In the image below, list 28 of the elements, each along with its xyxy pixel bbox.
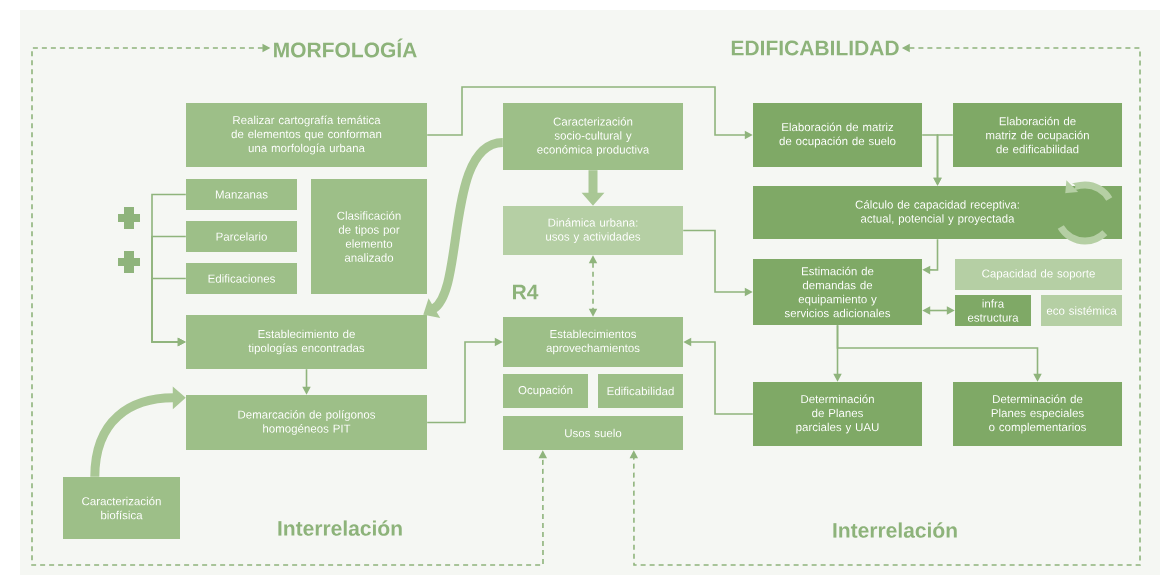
- process-box: Caracterización biofísica: [63, 477, 180, 539]
- heading-text: EDIFICABILIDAD: [731, 40, 899, 56]
- process-box: Parcelario: [186, 221, 297, 252]
- process-box: Elaboración de matriz de ocupación de suelo: [753, 103, 922, 167]
- process-box: Demarcación de polígonos homogéneos PIT: [186, 395, 427, 450]
- process-box: Clasificación de tipos por elemento analizado: [311, 179, 427, 294]
- process-box: Manzanas: [186, 179, 297, 210]
- process-box: Establecimientos aprovechamientos: [503, 317, 683, 367]
- heading-text: MORFOLOGÍA: [274, 38, 417, 58]
- process-box: Usos suelo: [503, 416, 683, 450]
- process-box: Determinación de Planes parciales y UAU: [753, 382, 922, 446]
- process-box: Edificaciones: [186, 263, 297, 294]
- process-box: Realizar cartografía temática de elementos que conforman una morfología urbana: [186, 103, 427, 167]
- process-box: Cálculo de capacidad receptiva: actual, potencial y proyectada: [753, 186, 1122, 239]
- process-box: Ocupación: [503, 374, 588, 408]
- process-box: Caracterización socio-cultural y económica productiva: [503, 103, 683, 170]
- label-text: R4: [513, 284, 539, 300]
- label-text: Interrelación: [278, 520, 402, 536]
- process-box: Elaboración de matriz de ocupación de edificabilidad: [953, 103, 1122, 167]
- process-box: Dinámica urbana: usos y actividades: [503, 206, 683, 255]
- process-box: Determinación de Planes especiales o complementarios: [953, 382, 1122, 446]
- process-box: infra estructura: [955, 295, 1031, 326]
- process-box: eco sistémica: [1041, 295, 1122, 326]
- process-box: Edificabilidad: [598, 374, 683, 408]
- process-box: Establecimiento de tipologías encontradas: [186, 315, 427, 369]
- process-box: Estimación de demandas de equipamiento y servicios adicionales: [753, 259, 922, 325]
- label-text: Interrelación: [833, 522, 957, 538]
- process-box: Capacidad de soporte: [955, 259, 1122, 290]
